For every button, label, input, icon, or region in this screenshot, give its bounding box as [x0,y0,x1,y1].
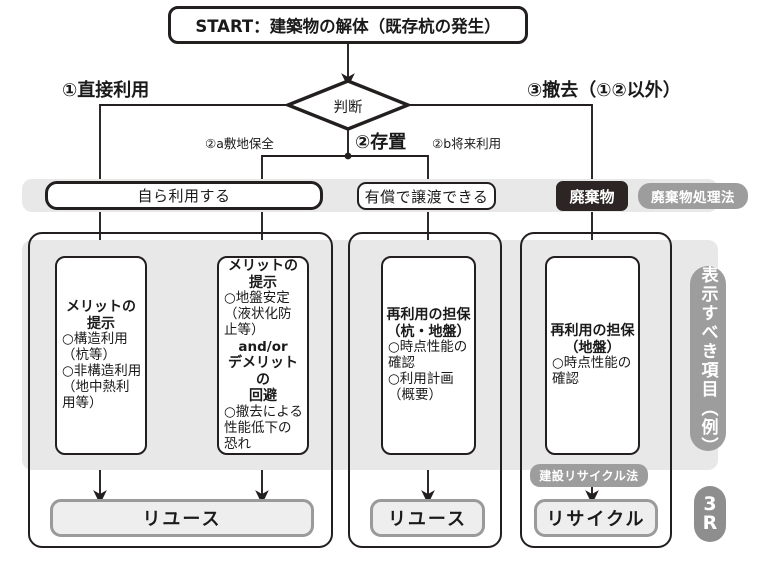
chip-waste-law: 廃棄物処理法 [638,183,748,209]
card-line: 恐れ [224,435,251,452]
outcome-label: リユース [142,509,222,530]
outcome-label: リサイクル [546,509,646,530]
badge-3r: 3 R [694,486,726,542]
decision-label: 判断 [333,100,363,116]
card-title: 再利用の担保 （地盤） [550,323,635,356]
card-merit-demerit: メリットの 提示 ○地盤安定 （液状化防 止等） and/or デメリットの 回… [217,256,309,455]
chip-waste-law-label: 廃棄物処理法 [651,190,735,206]
card-line: （杭等） [62,347,116,364]
card-line: ○時点性能の [552,355,632,372]
card-line: （概要） [388,386,442,403]
branch-label-store: ②存置 [355,132,407,153]
node-waste-label: 廃棄物 [569,187,615,206]
card-line: ○時点性能の [388,339,468,356]
card-line: 用等） [62,394,103,411]
node-self-use-label: 自ら利用する [137,187,231,205]
outcome-recycle: リサイクル [534,499,658,537]
node-self-use: 自ら利用する [45,181,323,210]
card-title: 再利用の担保 （杭・地盤） [386,307,471,340]
card-line: ○構造利用 [62,331,128,348]
start-label: START：建築物の解体（既存杭の発生） [195,17,501,36]
badge-3r-line1: 3 [703,492,717,515]
card-line: 性能低下の [224,419,292,436]
node-paid-transfer-label: 有償で譲渡できる [364,187,489,206]
group-waste [520,232,672,548]
card-line: 確認 [552,371,579,388]
card-line: 止等） [224,322,265,339]
node-waste: 廃棄物 [556,181,628,211]
branch-label-store-a: ②a敷地保全 [205,136,274,151]
badge-3r-line2: R [702,512,718,534]
side-vertical-label-text: 表示すべき項目（例） [697,266,718,456]
card-line: 確認 [388,355,415,372]
branch-label-direct: ①直接利用 [62,80,150,101]
group-self-use [28,232,333,548]
outcome-reuse-2: リユース [370,499,485,537]
card-title: メリットの 提示 [66,299,136,332]
chip-recycle-law-label: 建設リサイクル法 [539,469,639,483]
card-merit-structural: メリットの 提示 ○構造利用 （杭等） ○非構造利用 （地中熱利 用等） [55,256,147,455]
card-line: ○利用計画 [388,371,454,388]
branch-label-store-b: ②b将来利用 [432,136,502,151]
branch-label-remove: ③撤去（①②以外） [527,80,681,101]
start-node: START：建築物の解体（既存杭の発生） [168,6,528,44]
card-line: （地中熱利 [62,378,130,395]
card-line: ○撤去による [224,403,303,420]
card-line: ○非構造利用 [62,363,142,380]
group-paid-transfer [348,232,502,548]
decision-label-wrap: 判断 [318,96,378,117]
chip-recycle-law: 建設リサイクル法 [530,464,648,487]
card-line: ○地盤安定 [224,290,290,307]
card-title-2: デメリットの 回避 [228,355,298,405]
side-vertical-label: 表示すべき項目（例） [690,266,726,456]
junction-dot [344,152,352,160]
outcome-label: リユース [387,509,468,530]
node-paid-transfer: 有償で譲渡できる [357,182,496,210]
card-reuse-guarantee-pile-ground: 再利用の担保 （杭・地盤） ○時点性能の 確認 ○利用計画 （概要） [381,256,476,455]
card-line: （液状化防 [224,306,292,323]
card-title: メリットの 提示 [228,258,298,291]
outcome-reuse-1: リユース [50,499,314,537]
card-reuse-guarantee-ground: 再利用の担保 （地盤） ○時点性能の 確認 [545,256,640,455]
card-connector-text: and/or [238,339,288,356]
